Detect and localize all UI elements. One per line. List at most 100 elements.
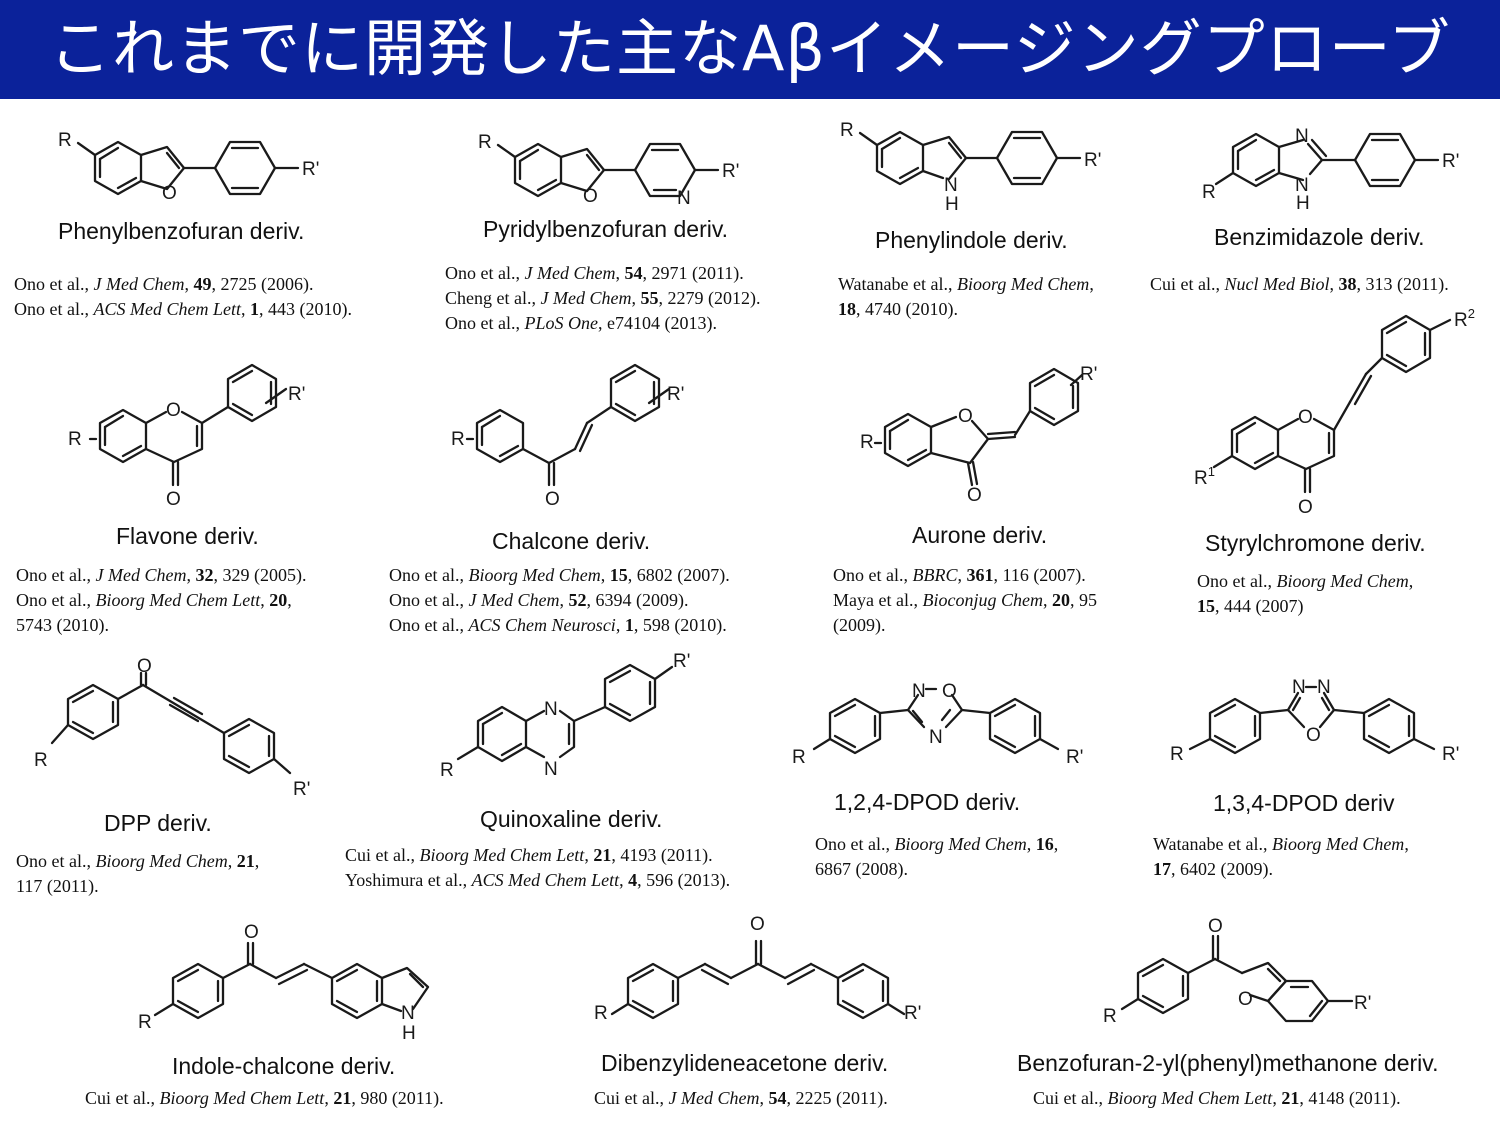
references: Ono et al., J Med Chem, 32, 329 (2005). … — [16, 563, 306, 638]
probe-dpp: R R' O DPP deriv. Ono et al., Bioorg Med… — [0, 655, 330, 905]
label-r: R — [440, 760, 454, 781]
label-oxygen-carbonyl: O — [1298, 497, 1313, 518]
label-nitrogen: N — [944, 175, 958, 196]
probe-indole-chalcone: R O N H Indole-chalcone deriv. Cui et al… — [80, 915, 510, 1115]
label-nitrogen: N — [677, 188, 691, 209]
label-r-prime: R' — [1080, 364, 1097, 385]
label-nitrogen-bottom: N — [544, 759, 558, 780]
probe-name: DPP deriv. — [104, 810, 212, 836]
references: Ono et al., Bioorg Med Chem, 16, 6867 (2… — [815, 832, 1058, 882]
reference-line: 18, 4740 (2010). — [838, 299, 958, 319]
probe-name: 1,3,4-DPOD deriv — [1213, 790, 1395, 816]
probe-134-dpod: R R' N N O 1,3,4-DPOD deriv Watanabe et … — [1150, 665, 1500, 895]
probe-flavone: R R' O O Flavone deriv. Ono et al., J Me… — [0, 355, 380, 645]
structure-chalcone: R R' O — [385, 355, 825, 519]
label-r: R — [478, 132, 492, 153]
references: Cui et al., Bioorg Med Chem Lett, 21, 41… — [345, 843, 730, 893]
label-r: R — [792, 747, 806, 768]
label-oxygen: O — [244, 922, 259, 943]
label-nitrogen-top: N — [912, 681, 926, 702]
label-nitrogen-left: N — [1292, 677, 1306, 698]
label-nitrogen: N — [401, 1003, 415, 1024]
label-r-prime: R' — [288, 384, 305, 405]
structure-aurone: R R' O O — [830, 355, 1170, 519]
label-nitrogen-top: N — [544, 699, 558, 720]
references: Cui et al., Bioorg Med Chem Lett, 21, 41… — [1033, 1086, 1401, 1111]
label-r: R — [58, 130, 72, 151]
reference-line: Cui et al., Bioorg Med Chem Lett, 21, 98… — [85, 1088, 444, 1108]
structure-flavone: R R' O O — [0, 355, 380, 519]
probe-name: Pyridylbenzofuran deriv. — [483, 216, 729, 242]
structure-124-dpod: R R' N O N — [790, 665, 1130, 789]
probe-name: Flavone deriv. — [116, 523, 259, 549]
reference-line: Ono et al., ACS Med Chem Lett, 1, 443 (2… — [14, 299, 352, 319]
structure-styrylchromone: R1 R2 O O — [1170, 306, 1500, 524]
references: Watanabe et al., Bioorg Med Chem, 17, 64… — [1153, 832, 1409, 882]
probe-name: Aurone deriv. — [912, 522, 1048, 548]
probe-benzofuranyl-phenyl-methanone: R R' O O Benzofuran-2-yl(phenyl)methanon… — [1010, 905, 1500, 1115]
references: Ono et al., Bioorg Med Chem, 21, 117 (20… — [16, 849, 259, 899]
label-r-prime: R' — [293, 779, 310, 800]
references: Cui et al., J Med Chem, 54, 2225 (2011). — [594, 1086, 888, 1111]
label-r: R — [1202, 182, 1216, 203]
label-oxygen: O — [750, 914, 765, 935]
reference-line: Cheng et al., J Med Chem, 55, 2279 (2012… — [445, 288, 761, 308]
structure-quinoxaline: R R' N N — [340, 645, 810, 799]
probe-name: 1,2,4-DPOD deriv. — [834, 789, 1021, 815]
label-r-prime: R' — [1066, 747, 1083, 768]
label-nitrogen-top: N — [1295, 126, 1309, 147]
label-oxygen: O — [545, 489, 560, 510]
label-oxygen: O — [137, 656, 152, 677]
structure-pyridylbenzofuran: R R' O N — [440, 115, 830, 219]
references: Cui et al., Nucl Med Biol, 38, 313 (2011… — [1150, 272, 1449, 297]
label-oxygen: O — [583, 186, 598, 207]
label-r-prime: R' — [1442, 744, 1459, 765]
label-r: R — [68, 429, 82, 450]
label-oxygen-carbonyl: O — [166, 489, 181, 510]
label-oxygen-ring: O — [958, 406, 973, 427]
probe-name: Phenylindole deriv. — [875, 227, 1068, 253]
title-bar: これまでに開発した主なAβイメージングプローブ — [0, 0, 1500, 99]
reference-line: Ono et al., J Med Chem, 54, 2971 (2011). — [445, 263, 744, 283]
reference-line: 15, 444 (2007) — [1197, 596, 1304, 616]
label-oxygen-carbonyl: O — [1208, 916, 1223, 937]
probe-pyridylbenzofuran: R R' O N Pyridylbenzofuran deriv. Ono et… — [440, 115, 830, 345]
probe-chalcone: R R' O Chalcone deriv. Ono et al., Bioor… — [385, 355, 825, 645]
reference-line: Ono et al., Bioorg Med Chem, 15, 6802 (2… — [389, 565, 730, 585]
label-hydrogen: H — [1296, 193, 1310, 214]
label-r-prime: R' — [722, 161, 739, 182]
references: Ono et al., J Med Chem, 49, 2725 (2006).… — [14, 272, 352, 322]
reference-line: 6867 (2008). — [815, 859, 908, 879]
label-oxygen: O — [1306, 725, 1321, 746]
label-r: R — [138, 1012, 152, 1033]
probe-phenylindole: R R' N H Phenylindole deriv. Watanabe et… — [830, 115, 1150, 335]
reference-line: Watanabe et al., Bioorg Med Chem, — [1153, 834, 1409, 854]
reference-line: (2009). — [833, 615, 886, 635]
label-r-prime: R' — [1354, 993, 1371, 1014]
reference-line: 117 (2011). — [16, 876, 99, 896]
reference-line: Ono et al., ACS Chem Neurosci, 1, 598 (2… — [389, 615, 727, 635]
reference-line: Ono et al., Bioorg Med Chem, — [1197, 571, 1414, 591]
label-nitrogen-right: N — [1317, 677, 1331, 698]
label-r: R — [840, 120, 854, 141]
reference-line: Ono et al., Bioorg Med Chem, 16, — [815, 834, 1059, 854]
structure-benzimidazole: R R' N N H — [1150, 115, 1500, 219]
label-oxygen-ring: O — [1238, 989, 1253, 1010]
probe-phenylbenzofuran: R R' O Phenylbenzofuran deriv. Ono et al… — [0, 115, 430, 325]
probe-name: Benzofuran-2-yl(phenyl)methanone deriv. — [1017, 1050, 1439, 1076]
probe-name: Phenylbenzofuran deriv. — [58, 218, 305, 244]
probe-styrylchromone: R1 R2 O O Styrylchromone deriv. Ono et a… — [1170, 306, 1500, 630]
label-hydrogen: H — [945, 194, 959, 215]
structure-dpp: R R' O — [0, 655, 330, 809]
reference-line: Cui et al., Nucl Med Biol, 38, 313 (2011… — [1150, 274, 1449, 294]
label-oxygen-ring: O — [1298, 407, 1313, 428]
reference-line: 17, 6402 (2009). — [1153, 859, 1273, 879]
structure-benzofuranyl-phenyl-methanone: R R' O O — [1010, 905, 1500, 1039]
reference-line: Cui et al., Bioorg Med Chem Lett, 21, 41… — [1033, 1088, 1401, 1108]
reference-line: Ono et al., BBRC, 361, 116 (2007). — [833, 565, 1086, 585]
label-r: R — [860, 432, 874, 453]
reference-line: 5743 (2010). — [16, 615, 109, 635]
probe-124-dpod: R R' N O N 1,2,4-DPOD deriv. Ono et al.,… — [790, 665, 1130, 895]
references: Watanabe et al., Bioorg Med Chem, 18, 47… — [838, 272, 1094, 322]
reference-line: Yoshimura et al., ACS Med Chem Lett, 4, … — [345, 870, 731, 890]
